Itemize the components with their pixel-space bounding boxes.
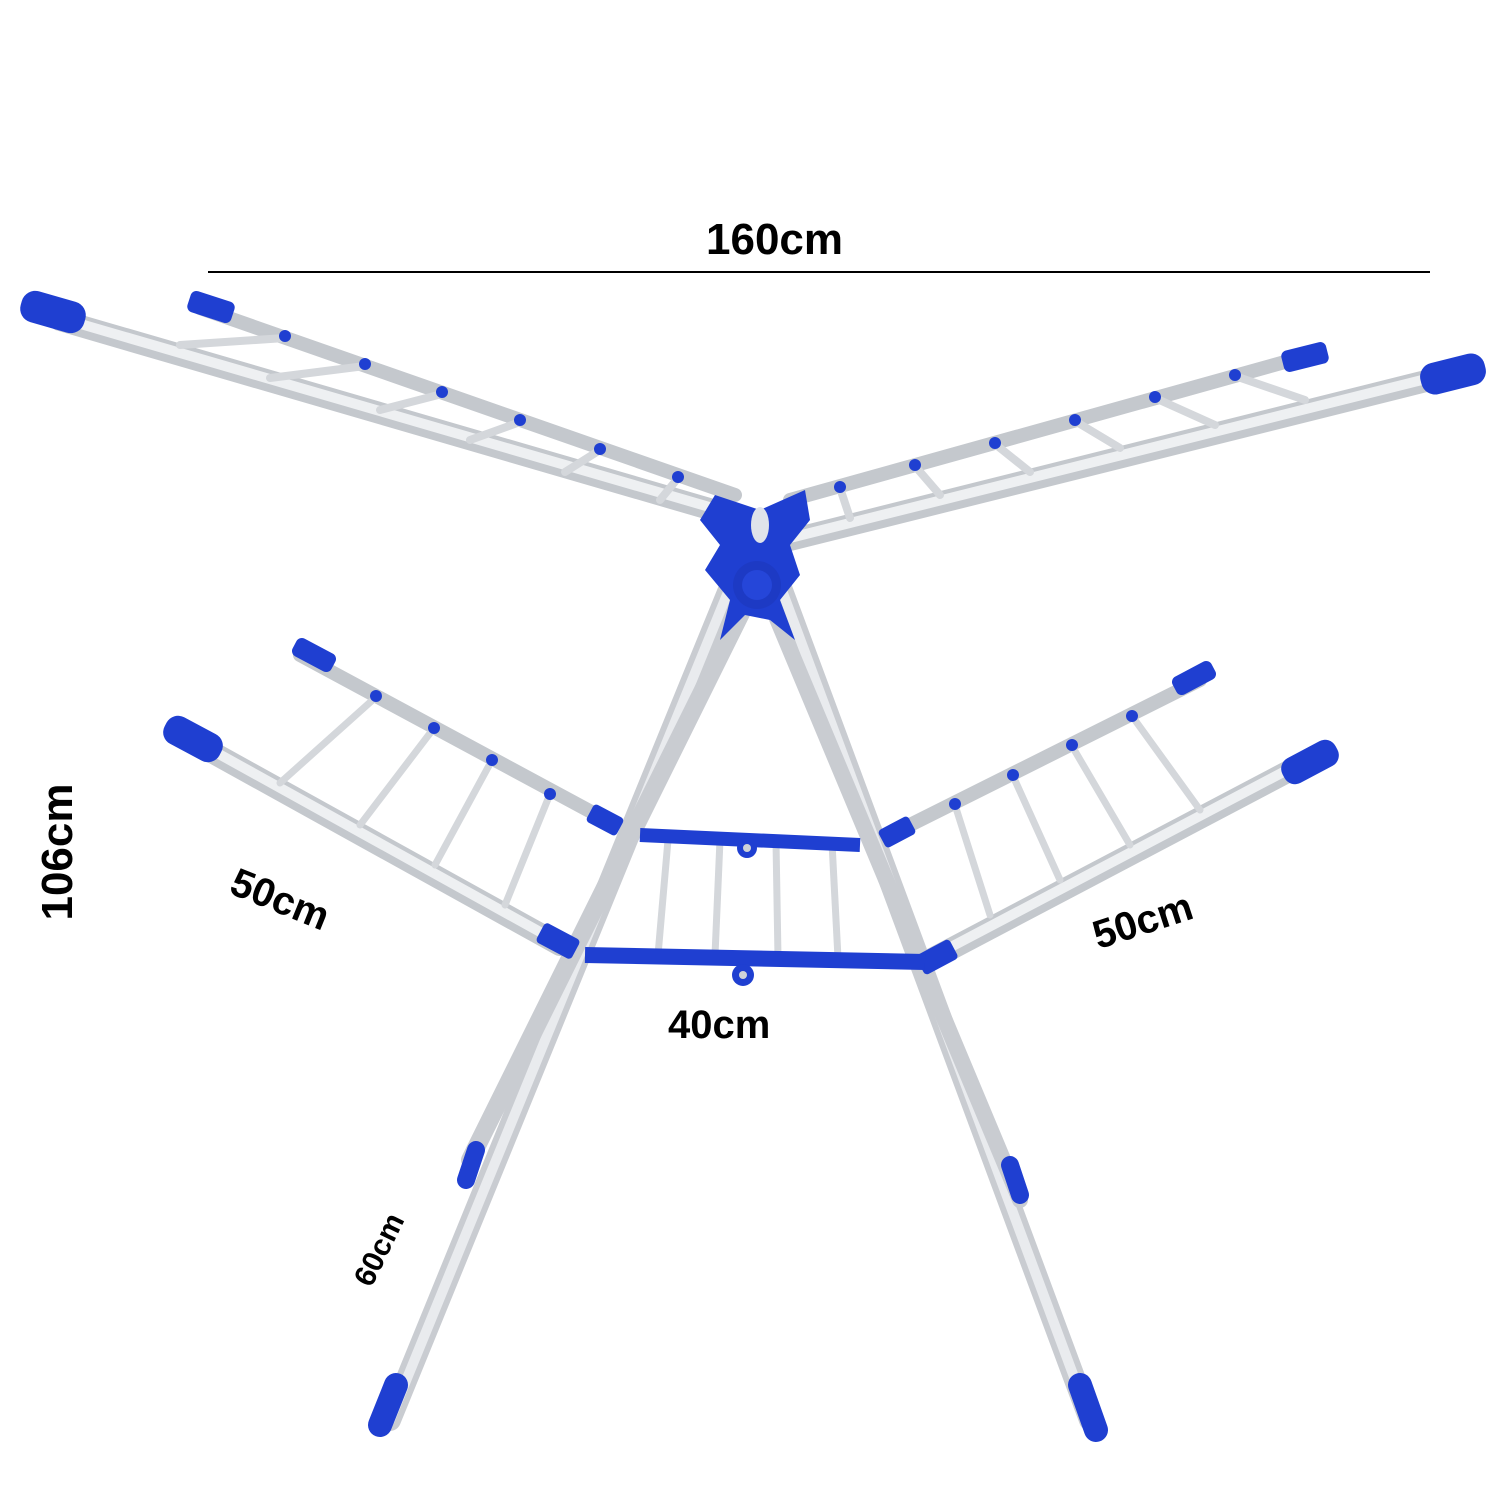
width-dimension-label: 160cm	[706, 215, 844, 264]
height-dimension-label: 106cm	[33, 783, 82, 921]
center-shelf	[584, 828, 926, 986]
lower-right-wing	[878, 660, 1339, 975]
upper-right-wing	[779, 342, 1486, 551]
central-hinge-hub	[700, 490, 810, 640]
upper-left-wing	[20, 290, 742, 526]
legs	[368, 564, 1108, 1442]
lower-left-wing	[163, 637, 624, 959]
width-dimension-line	[208, 271, 1430, 273]
center-shelf-dimension-label: 40cm	[668, 1003, 771, 1047]
